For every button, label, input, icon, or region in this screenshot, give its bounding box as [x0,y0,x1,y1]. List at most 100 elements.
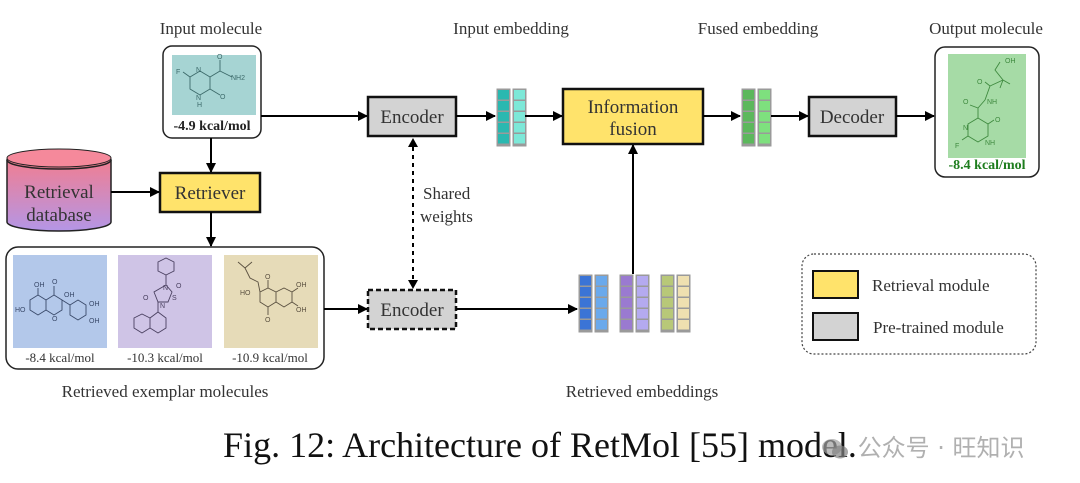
encoder-bottom-block[interactable]: Encoder [366,288,458,331]
arrow-head-down [408,280,418,289]
retrieved-embeddings [578,274,691,333]
fused-embedding-cell [759,90,770,100]
database-label-line1: Retrieval [24,182,94,203]
fused-embedding-cell [743,123,754,133]
shared-weights-label-line2: weights [420,207,473,226]
atom-label: N [163,285,168,292]
retrieved-embedding-3-cell [678,276,689,286]
encoder-bottom-label: Encoder [380,300,444,321]
retrieved-embedding-1-cell [596,276,607,286]
input-embedding-cell [498,101,509,111]
decoder-block[interactable]: Decoder [807,95,898,138]
encoder-top-label: Encoder [380,107,444,128]
fused-embedding-cell [759,101,770,111]
retrieved-embeddings-label: Retrieved embeddings [566,382,719,401]
retrieved-embedding-1-cell [580,287,591,297]
fusion-label-line1: Information [588,97,679,118]
retrieved-embedding-3-cell [662,309,673,319]
atom-label: O [217,54,223,61]
atom-label: N [160,303,165,310]
retrieved-embedding-2-cell [621,309,632,319]
retrieved-embedding-2-cell [637,298,648,308]
exemplar-3-energy: -10.9 kcal/mol [232,350,308,365]
retriever-block[interactable]: Retriever [158,171,262,214]
decoder-label: Decoder [820,107,885,128]
watermark: 公众号 · 旺知识 [820,428,1025,463]
atom-label: NH [985,140,995,147]
retrieved-embedding-1-cell [580,309,591,319]
atom-label: OH [64,292,75,299]
arrow-head-up [408,138,418,147]
input-embedding-cell [498,123,509,133]
retrieved-embedding-3-cell [662,287,673,297]
retrieved-embedding-1-cell [580,276,591,286]
retrieved-embedding-3-cell [678,298,689,308]
input-embedding-cell [498,90,509,100]
figure-caption: Fig. 12: Architecture of RetMol [55] mod… [223,425,857,465]
fused-embedding-cell [759,112,770,122]
retrieved-embedding-2-cell [637,320,648,330]
exemplar-2-energy: -10.3 kcal/mol [127,350,203,365]
atom-label: OH [89,318,100,325]
retrieval-database[interactable]: Retrieval database [6,148,112,232]
legend: Retrieval module Pre-trained module [801,253,1037,355]
output-molecule-energy: -8.4 kcal/mol [949,158,1026,173]
retrieved-embedding-3-cell [662,320,673,330]
input-embedding-cell [498,112,509,122]
retrieved-embedding-1-cell [596,298,607,308]
fusion-label-line2: fusion [609,119,657,140]
atom-label: OH [1005,58,1016,65]
legend-swatch-retrieval [812,270,859,299]
retriever-label: Retriever [175,183,246,204]
retrieved-embedding-1-cell [596,287,607,297]
input-embedding-cell [514,90,525,100]
information-fusion-block[interactable]: Information fusion [561,87,705,146]
retrieved-embedding-1-cell [580,298,591,308]
fused-embedding-cell [743,101,754,111]
fused-embedding-cell [759,123,770,133]
atom-label: N [196,95,201,102]
atom-label: O [143,295,149,302]
fused-embedding [741,88,772,147]
output-molecule-label: Output molecule [929,19,1043,38]
exemplar-molecules-card: OH O OH HO O OH OH -8.4 kcal/mol N O S O… [5,246,325,370]
shared-weights-label-line1: Shared [423,184,471,203]
input-embedding-cell [514,123,525,133]
exemplar-molecule-2-structure [118,255,212,348]
retrieved-embedding-2-cell [621,320,632,330]
exemplar-molecule-3-structure [224,255,318,348]
fused-embedding-label: Fused embedding [698,19,819,38]
legend-label-retrieval: Retrieval module [872,276,990,295]
retrieved-embedding-2-cell [621,276,632,286]
atom-label: OH [296,307,307,314]
retrieved-embedding-3-cell [678,287,689,297]
fused-embedding-cell [743,112,754,122]
fused-embedding-cell [743,90,754,100]
watermark-text: 公众号 · 旺知识 [857,434,1025,462]
retrieved-embedding-2-cell [637,309,648,319]
input-molecule-energy: -4.9 kcal/mol [174,119,251,134]
atom-label: O [265,317,271,324]
atom-label: F [176,69,180,76]
atom-label: OH [34,282,45,289]
atom-label: F [955,143,959,150]
input-molecule-card: F N NH2 O N H O -4.9 kcal/mol [162,45,262,139]
exemplar-molecule-1-structure [13,255,107,348]
input-embedding-cell [498,134,509,144]
retrieved-exemplars-label: Retrieved exemplar molecules [62,382,269,401]
retrieved-embedding-1-cell [596,320,607,330]
atom-label: OH [89,301,100,308]
retrieved-embedding-3-cell [662,276,673,286]
atom-label: O [52,279,58,286]
retrieved-embedding-3-cell [678,320,689,330]
legend-swatch-pretrained [812,312,859,341]
legend-label-pretrained: Pre-trained module [873,318,1004,337]
database-label-line2: database [26,205,91,226]
atom-label: O [176,283,182,290]
atom-label: S [172,295,177,302]
atom-label: N [963,125,968,132]
atom-label: O [265,274,271,281]
encoder-top-block[interactable]: Encoder [366,95,458,138]
atom-label: O [52,316,58,323]
